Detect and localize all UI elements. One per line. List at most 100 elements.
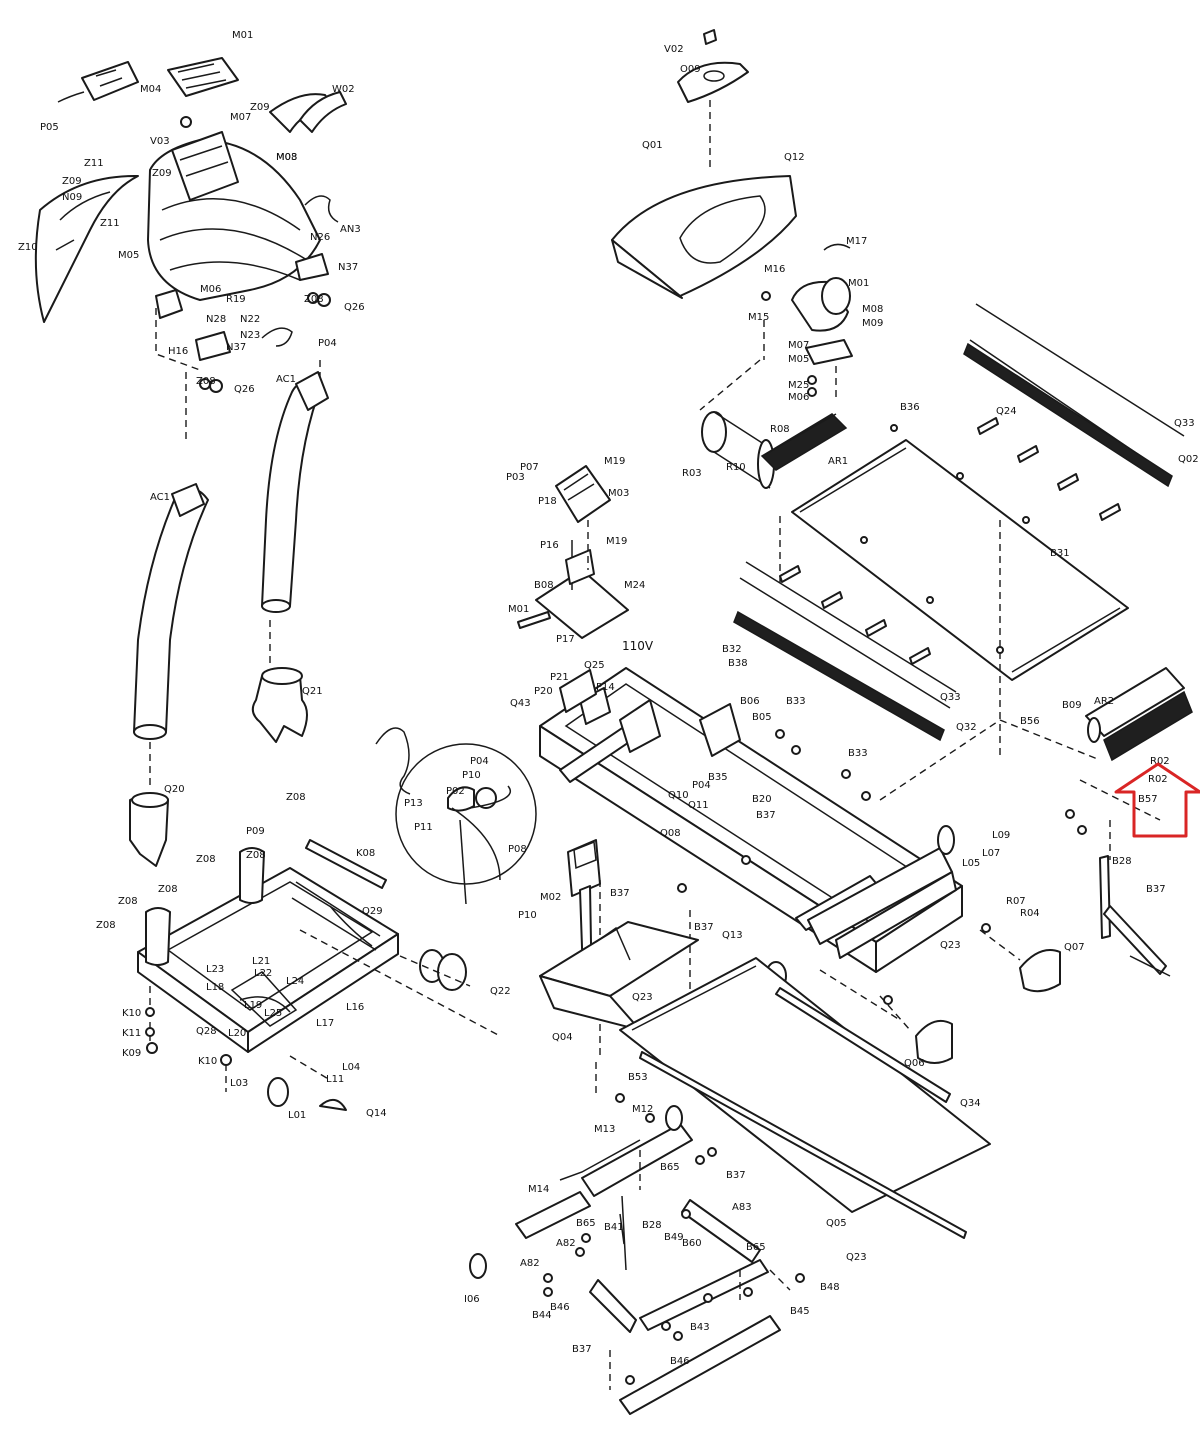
part-label: P05	[40, 122, 59, 133]
part-label: M05	[118, 250, 139, 261]
part-label: Q26	[234, 384, 255, 395]
part-label: Q13	[722, 930, 743, 941]
part-label: V02	[664, 44, 684, 55]
part-label: B37	[694, 922, 714, 933]
part-label: L07	[982, 848, 1000, 859]
part-label: P18	[538, 496, 557, 507]
part-label: Z08	[158, 884, 178, 895]
part-label: Q10	[668, 790, 689, 801]
part-label: M07	[230, 112, 251, 123]
rear-support-parts	[1065, 779, 1171, 977]
part-label: AN3	[340, 224, 361, 235]
part-label: B57	[1138, 794, 1158, 805]
part-label: Q04	[552, 1032, 573, 1043]
part-label: P11	[414, 822, 433, 833]
part-label: Q33	[1174, 418, 1195, 429]
part-label: L23	[206, 964, 224, 975]
part-label: N26	[310, 232, 330, 243]
part-label: Q12	[784, 152, 805, 163]
part-label: M25	[788, 380, 809, 391]
part-label: Z11	[84, 158, 104, 169]
part-label: B43	[690, 1322, 710, 1333]
part-label: I06	[464, 1294, 480, 1305]
part-label: Q01	[642, 140, 663, 151]
part-label: M13	[594, 1124, 615, 1135]
part-label: R19	[226, 294, 246, 305]
part-label: P10	[518, 910, 537, 921]
part-label: Q23	[940, 940, 961, 951]
part-label: R08	[770, 424, 790, 435]
part-label: B60	[682, 1238, 702, 1249]
part-label: Z09	[152, 168, 172, 179]
part-label: B46	[670, 1356, 690, 1367]
part-label: Q32	[956, 722, 977, 733]
part-label: Q25	[584, 660, 605, 671]
part-label: Q34	[960, 1098, 981, 1109]
part-label: P02	[446, 786, 465, 797]
part-label: Z08	[246, 850, 266, 861]
part-label: N09	[62, 192, 82, 203]
part-label: B36	[900, 402, 920, 413]
part-label: Q06	[904, 1058, 925, 1069]
part-label: Z08	[118, 896, 138, 907]
part-label: L18	[206, 982, 224, 993]
part-label: P14	[596, 682, 615, 693]
part-label: B28	[642, 1220, 662, 1231]
part-label: B20	[752, 794, 772, 805]
part-label: P17	[556, 634, 575, 645]
part-label: P04	[692, 780, 711, 791]
part-label: W02	[332, 84, 355, 95]
incline-frame	[469, 1062, 805, 1415]
part-label: B37	[726, 1170, 746, 1181]
part-label: M08	[276, 152, 297, 163]
part-label: P08	[508, 844, 527, 855]
part-label: M19	[606, 536, 627, 547]
part-label: B33	[786, 696, 806, 707]
part-label: H16	[168, 346, 188, 357]
part-label: B35	[708, 772, 728, 783]
callout-arrow-icon	[1114, 762, 1200, 838]
part-label: Q22	[490, 986, 511, 997]
part-label: L24	[286, 976, 304, 987]
part-label: L01	[288, 1110, 306, 1121]
part-label: L09	[992, 830, 1010, 841]
part-label: Z08	[96, 920, 116, 931]
part-label: L22	[254, 968, 272, 979]
part-label: B44	[532, 1310, 552, 1321]
bottom-pan	[619, 957, 991, 1239]
part-label: M03	[608, 488, 629, 499]
part-label: Z08	[196, 376, 216, 387]
part-label: N37	[338, 262, 358, 273]
part-label: O09	[680, 64, 701, 75]
part-label: Q26	[344, 302, 365, 313]
part-label: P13	[404, 798, 423, 809]
part-label: N23	[240, 330, 260, 341]
hood-motor	[611, 29, 853, 489]
part-label: B28	[1112, 856, 1132, 867]
console-assembly	[34, 57, 347, 440]
part-label: Q14	[366, 1108, 387, 1119]
part-label: Q05	[826, 1218, 847, 1229]
part-label: L20	[228, 1028, 246, 1039]
part-label: B09	[1062, 700, 1082, 711]
part-label: P03	[506, 472, 525, 483]
part-label: Q33	[940, 692, 961, 703]
part-label: P07	[520, 462, 539, 473]
part-label: M15	[748, 312, 769, 323]
part-label: V03	[150, 136, 170, 147]
part-label: Q08	[660, 828, 681, 839]
part-label: Z09	[62, 176, 82, 187]
part-label: N37	[226, 342, 246, 353]
part-label: M12	[632, 1104, 653, 1115]
part-label: B38	[728, 658, 748, 669]
part-label: L16	[346, 1002, 364, 1013]
part-label: B46	[550, 1302, 570, 1313]
part-label: AR2	[1094, 696, 1114, 707]
part-label: R02	[1150, 756, 1170, 767]
part-label: AR1	[828, 456, 848, 467]
part-label: Z09	[250, 102, 270, 113]
part-label: M02	[540, 892, 561, 903]
part-label: Q23	[632, 992, 653, 1003]
deck	[733, 303, 1193, 860]
